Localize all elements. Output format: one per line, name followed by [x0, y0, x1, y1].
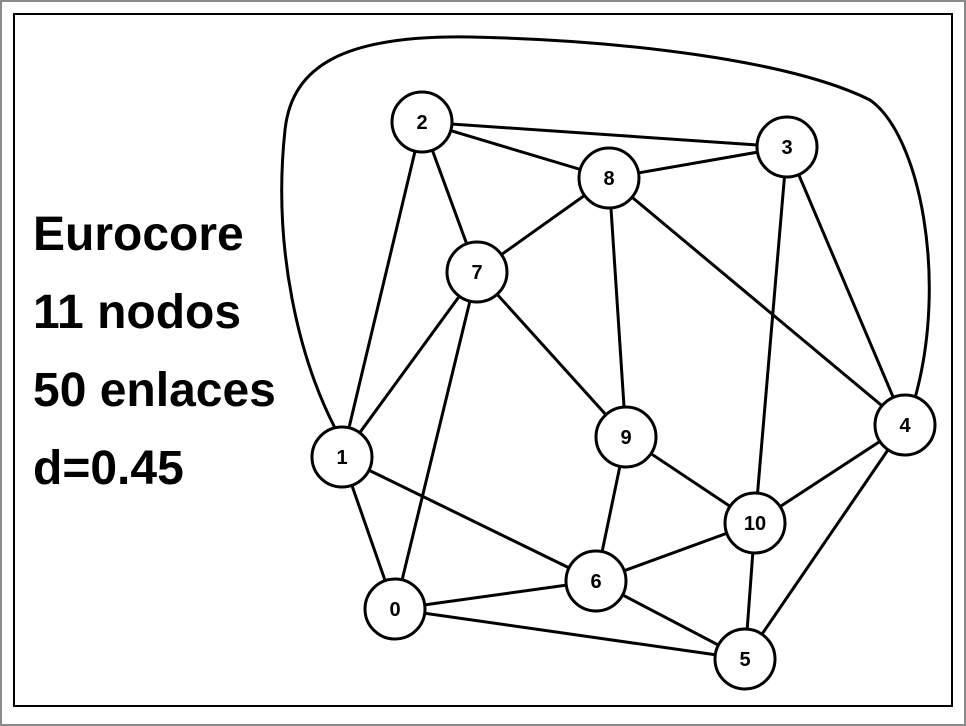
node-7: 7 [445, 240, 509, 304]
node-circle [363, 577, 427, 641]
node-label: 4 [899, 415, 911, 437]
node-label: 6 [590, 571, 601, 593]
node-circle [445, 240, 509, 304]
edge-8-4 [608, 176, 906, 427]
edge-0-5 [394, 607, 746, 661]
link-count: 50 enlaces [33, 364, 276, 417]
edge-2-8 [421, 120, 610, 180]
node-3: 3 [755, 115, 819, 179]
edge-4-5 [743, 424, 907, 660]
node-circle [723, 491, 787, 555]
node-circle [594, 405, 658, 469]
edge-7-9 [475, 270, 628, 439]
node-label: 7 [471, 262, 482, 284]
network-caption: Eurocore 11 nodos 50 enlaces d=0.45 [33, 196, 276, 508]
node-label: 8 [603, 168, 614, 190]
edge-7-0 [393, 271, 479, 610]
edge-3-4 [785, 146, 907, 426]
node-circle [713, 627, 777, 691]
node-circle [564, 549, 628, 613]
edge-2-3 [421, 120, 788, 149]
node-4: 4 [873, 393, 937, 457]
node-label: 2 [416, 112, 427, 134]
node-10: 10 [723, 491, 787, 555]
node-8: 8 [577, 146, 641, 210]
edge-3-10 [753, 146, 789, 524]
node-label: 5 [739, 649, 750, 671]
node-circle [390, 90, 454, 154]
node-count: 11 nodos [33, 286, 242, 339]
nodes-layer: 0 1 2 3 4 5 6 7 8 9 10 [310, 90, 937, 691]
node-circle [755, 115, 819, 179]
node-5: 5 [713, 627, 777, 691]
node-6: 6 [564, 549, 628, 613]
edge-1-6 [341, 455, 597, 583]
edge-0-6 [394, 579, 597, 611]
node-1: 1 [310, 425, 374, 489]
edge-8-9 [607, 177, 628, 438]
node-2: 2 [390, 90, 454, 154]
node-9: 9 [594, 405, 658, 469]
node-label: 9 [620, 427, 631, 449]
node-label: 0 [389, 599, 400, 621]
node-circle [310, 425, 374, 489]
node-label: 1 [336, 447, 347, 469]
node-circle [873, 393, 937, 457]
network-name: Eurocore [33, 208, 244, 261]
edge-2-1 [340, 121, 424, 458]
node-circle [577, 146, 641, 210]
node-label: 3 [781, 137, 792, 159]
density: d=0.45 [33, 442, 184, 495]
edge-1-4 [280, 35, 931, 429]
node-label: 10 [744, 513, 766, 535]
node-0: 0 [363, 577, 427, 641]
edge-7-1 [340, 271, 479, 458]
